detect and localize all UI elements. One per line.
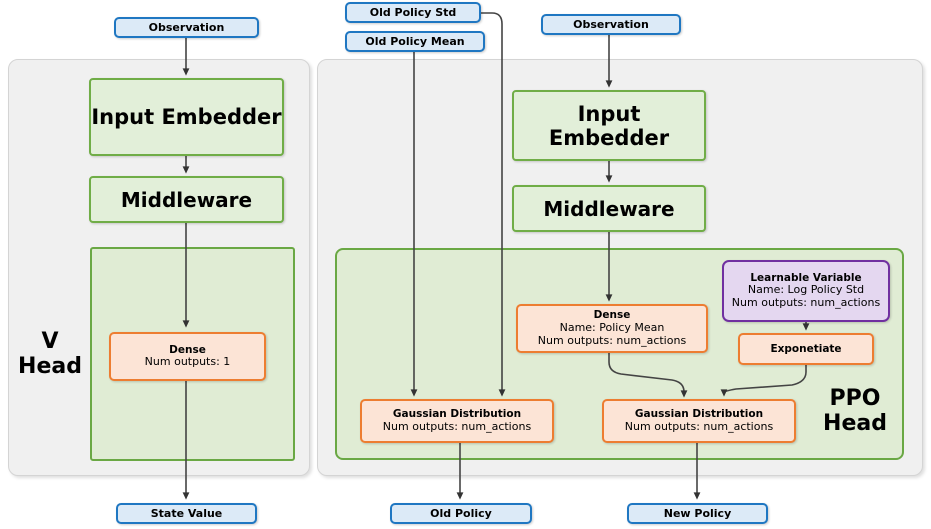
input-old-policy-std-label: Old Policy Std <box>369 6 457 19</box>
ppo-learnable-title: Learnable Variable <box>750 271 862 284</box>
ppo-dense-title: Dense <box>593 309 631 322</box>
v-input-embedder-label: Input Embedder <box>91 105 282 129</box>
ppo-middleware-label: Middleware <box>543 196 675 221</box>
ppo-gaussian-distribution-new[interactable]: Gaussian Distribution Num outputs: num_a… <box>602 399 796 443</box>
ppo-head-label: PPO Head <box>823 386 887 436</box>
output-new-policy-label: New Policy <box>663 507 732 520</box>
ppo-gaussian-new-title: Gaussian Distribution <box>634 408 764 421</box>
input-observation-v[interactable]: Observation <box>114 17 259 38</box>
output-old-policy-label: Old Policy <box>430 507 492 520</box>
ppo-gaussian-distribution-old[interactable]: Gaussian Distribution Num outputs: num_a… <box>360 399 554 443</box>
v-dense-title: Dense <box>169 343 206 356</box>
v-middleware-label: Middleware <box>120 187 253 212</box>
ppo-gaussian-new-outputs: Num outputs: num_actions <box>624 419 774 433</box>
ppo-learnable-variable[interactable]: Learnable Variable Name: Log Policy Std … <box>722 260 890 322</box>
output-old-policy[interactable]: Old Policy <box>390 503 532 524</box>
ppo-middleware[interactable]: Middleware <box>512 185 706 232</box>
input-observation-ppo[interactable]: Observation <box>541 14 681 35</box>
ppo-dense-outputs: Num outputs: num_actions <box>537 333 687 347</box>
ppo-dense-policy-mean[interactable]: Dense Name: Policy Mean Num outputs: num… <box>516 304 708 353</box>
ppo-exponentiate[interactable]: Exponetiate <box>738 333 874 365</box>
ppo-dense-name: Name: Policy Mean <box>559 320 665 334</box>
v-input-embedder[interactable]: Input Embedder <box>89 78 284 156</box>
input-observation-ppo-label: Observation <box>573 18 649 31</box>
v-head-label: V Head <box>18 329 82 379</box>
v-dense[interactable]: Dense Num outputs: 1 <box>109 332 266 381</box>
ppo-input-embedder-label: Input Embedder <box>548 101 670 150</box>
v-middleware[interactable]: Middleware <box>89 176 284 223</box>
v-dense-outputs: Num outputs: 1 <box>144 355 231 369</box>
output-state-value[interactable]: State Value <box>116 503 257 524</box>
input-observation-v-label: Observation <box>148 21 225 34</box>
ppo-gaussian-old-title: Gaussian Distribution <box>392 408 522 421</box>
ppo-learnable-outputs: Num outputs: num_actions <box>731 296 881 310</box>
input-old-policy-mean-label: Old Policy Mean <box>365 35 465 48</box>
output-state-value-label: State Value <box>150 507 223 520</box>
output-new-policy[interactable]: New Policy <box>627 503 768 524</box>
input-old-policy-std[interactable]: Old Policy Std <box>345 2 481 23</box>
ppo-learnable-name: Name: Log Policy Std <box>747 283 865 297</box>
ppo-input-embedder[interactable]: Input Embedder <box>512 90 706 161</box>
ppo-gaussian-old-outputs: Num outputs: num_actions <box>382 419 532 433</box>
input-old-policy-mean[interactable]: Old Policy Mean <box>345 31 485 52</box>
ppo-exponentiate-label: Exponetiate <box>770 342 842 355</box>
